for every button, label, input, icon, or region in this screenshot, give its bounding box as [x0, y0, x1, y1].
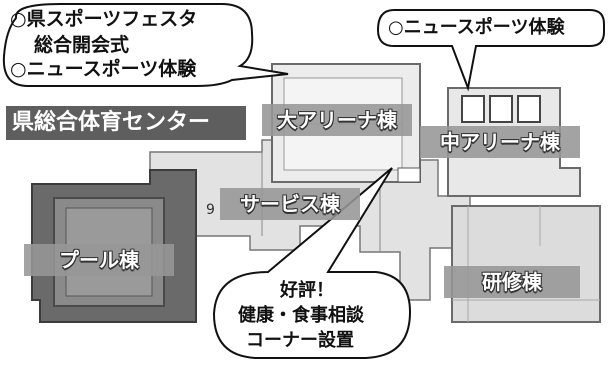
callout-bottom-line-1: 好評！	[280, 280, 334, 301]
map-number-9: 9	[206, 202, 215, 218]
callout-top-right-line-1: ○ニュースポーツ体験	[388, 17, 565, 38]
callout-bottom-line-3: コーナー設置	[246, 330, 354, 351]
label-large-arena: 大アリーナ棟	[262, 104, 412, 136]
callout-top-left-line-1: ○県スポーツフェスタ	[10, 8, 198, 30]
callout-bottom-line-2: 健康・食事相談	[238, 305, 364, 326]
label-service: サービス棟	[220, 188, 360, 220]
callout-top-left-line-2: 総合開会式	[34, 34, 130, 56]
venue-title: 県総合体育センター	[6, 106, 246, 140]
callout-top-left-line-3: ○ニュースポーツ体験	[10, 58, 197, 80]
training-building-shape	[451, 205, 601, 323]
callout-top-right-bubble	[376, 9, 605, 92]
label-mid-arena: 中アリーナ棟	[420, 126, 580, 158]
label-pool: プール棟	[24, 244, 174, 276]
callout-bottom-bubble	[212, 167, 412, 359]
label-training: 研修棟	[444, 266, 580, 298]
callout-top-left-bubble	[2, 3, 289, 87]
